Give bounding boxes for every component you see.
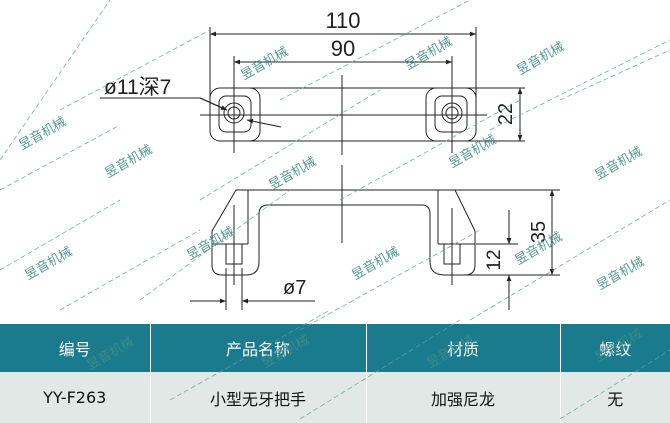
cell-product-name: 小型无牙把手 bbox=[150, 372, 367, 423]
header-thread: 螺纹 bbox=[560, 324, 670, 372]
dim-35: 35 bbox=[528, 221, 550, 243]
header-product-name: 产品名称 bbox=[150, 324, 367, 372]
dim-22: 22 bbox=[495, 103, 517, 125]
header-code: 编号 bbox=[0, 324, 151, 372]
table-header-row: 编号 产品名称 材质 螺纹 bbox=[0, 324, 670, 372]
cell-material: 加强尼龙 bbox=[366, 372, 561, 423]
dim-12: 12 bbox=[484, 249, 505, 270]
side-view bbox=[190, 165, 560, 310]
dim-110: 110 bbox=[325, 8, 360, 33]
hole-callout: ø11深7 bbox=[104, 76, 171, 99]
cell-thread: 无 bbox=[560, 372, 670, 423]
cell-code: YY-F263 bbox=[0, 372, 151, 423]
header-material: 材质 bbox=[366, 324, 561, 372]
dim-90: 90 bbox=[331, 36, 355, 61]
table-row: YY-F263 小型无牙把手 加强尼龙 无 bbox=[0, 372, 670, 423]
technical-drawing: 110 90 ø11深7 22 35 12 ø7 bbox=[100, 8, 560, 310]
dim-hole-dia: ø7 bbox=[283, 277, 306, 299]
spec-table: 编号 产品名称 材质 螺纹 YY-F263 小型无牙把手 加强尼龙 无 bbox=[0, 324, 670, 423]
